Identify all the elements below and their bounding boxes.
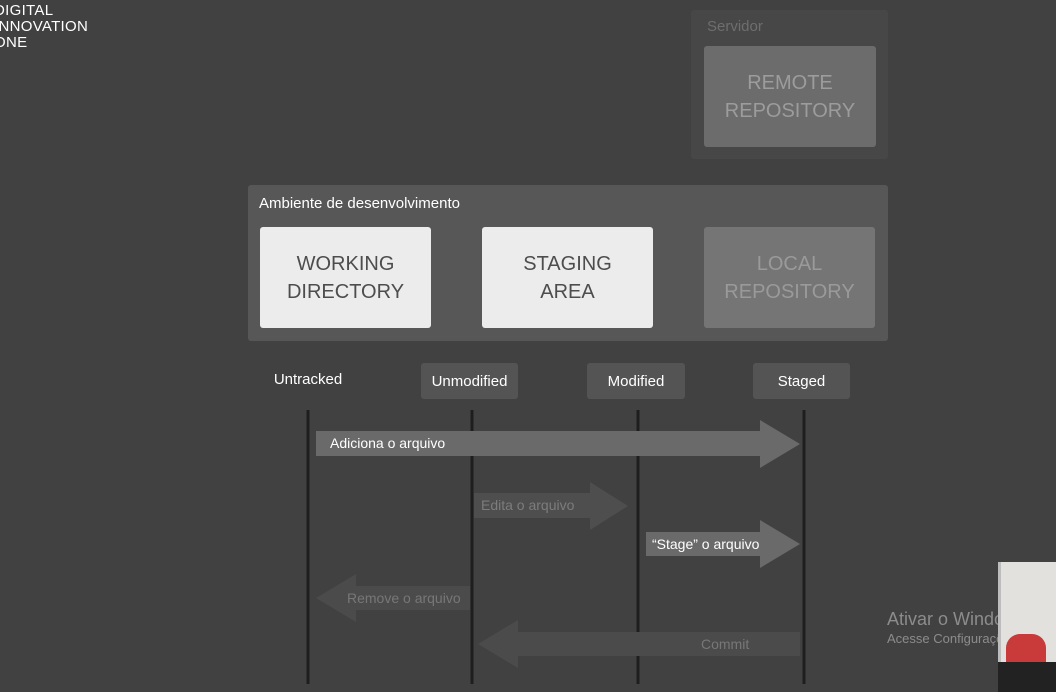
dev-environment-label: Ambiente de desenvolvimento — [259, 195, 460, 212]
arrow-add — [316, 420, 800, 468]
state-modified: Modified — [587, 363, 685, 399]
webcam-chair — [998, 662, 1056, 692]
server-panel: Servidor REMOTE REPOSITORY — [691, 10, 888, 159]
arrow-commit-label: Commit — [701, 636, 749, 652]
arrow-stage-label: “Stage” o arquivo — [652, 536, 760, 552]
working-directory-box: WORKING DIRECTORY — [260, 227, 431, 328]
remote-repository-label: REMOTE REPOSITORY — [724, 71, 856, 122]
arrow-stage — [646, 520, 800, 568]
state-staged: Staged — [753, 363, 850, 399]
server-label: Servidor — [707, 18, 763, 35]
state-untracked: Untracked — [273, 370, 343, 388]
arrow-add-label: Adiciona o arquivo — [330, 435, 445, 451]
local-repository-box: LOCAL REPOSITORY — [704, 227, 875, 328]
logo-line-2: INNOVATION — [0, 18, 89, 35]
local-repository-label: LOCAL REPOSITORY — [724, 252, 855, 303]
arrow-remove-label: Remove o arquivo — [347, 590, 461, 606]
dev-environment-panel: Ambiente de desenvolvimento WORKING DIRE… — [248, 185, 888, 341]
remote-repository-box: REMOTE REPOSITORY — [704, 46, 876, 147]
dio-logo: DIGITAL INNOVATION ONE — [0, 3, 88, 51]
staging-area-label: STAGING AREA — [523, 252, 612, 303]
watermark-title: Ativar o Windows — [887, 609, 1027, 629]
arrow-edit-label: Edita o arquivo — [481, 497, 575, 513]
logo-line-1: DIGITAL — [0, 2, 54, 19]
arrow-commit — [478, 620, 800, 668]
logo-line-3: ONE — [0, 34, 28, 51]
webcam-frame-edge — [998, 562, 1001, 692]
staging-area-box: STAGING AREA — [482, 227, 653, 328]
arrow-edit — [474, 482, 628, 530]
working-directory-label: WORKING DIRECTORY — [286, 252, 405, 303]
webcam-overlay — [998, 562, 1056, 692]
arrow-remove — [316, 574, 470, 622]
state-unmodified: Unmodified — [421, 363, 518, 399]
